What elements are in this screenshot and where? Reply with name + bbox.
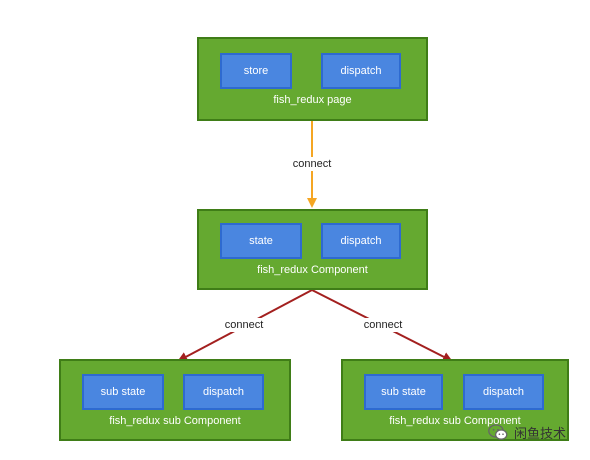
node-label: fish_redux page bbox=[273, 94, 352, 106]
chip-sub-state: sub state bbox=[364, 374, 443, 410]
wechat-icon bbox=[488, 424, 508, 440]
node-label: fish_redux sub Component bbox=[389, 415, 521, 427]
chip-dispatch: dispatch bbox=[183, 374, 264, 410]
chip-store: store bbox=[220, 53, 292, 89]
edge-label-component-sub-left: connect bbox=[222, 318, 266, 332]
watermark-text: 闲鱼技术 bbox=[514, 426, 567, 441]
chip-dispatch: dispatch bbox=[321, 223, 401, 259]
watermark: 闲鱼技术 bbox=[488, 423, 566, 442]
node-label: fish_redux Component bbox=[257, 264, 368, 276]
node-fish-redux-sub-component-left: sub state dispatch fish_redux sub Compon… bbox=[59, 359, 291, 441]
node-fish-redux-component: state dispatch fish_redux Component bbox=[197, 209, 428, 290]
node-fish-redux-page: store dispatch fish_redux page bbox=[197, 37, 428, 121]
chip-sub-state: sub state bbox=[82, 374, 164, 410]
chip-dispatch: dispatch bbox=[463, 374, 544, 410]
edge-label-component-sub-right: connect bbox=[361, 318, 405, 332]
edge-label-page-component: connect bbox=[290, 157, 334, 171]
chip-state: state bbox=[220, 223, 302, 259]
node-label: fish_redux sub Component bbox=[109, 415, 241, 427]
node-fish-redux-sub-component-right: sub state dispatch fish_redux sub Compon… bbox=[341, 359, 569, 441]
chip-dispatch: dispatch bbox=[321, 53, 401, 89]
